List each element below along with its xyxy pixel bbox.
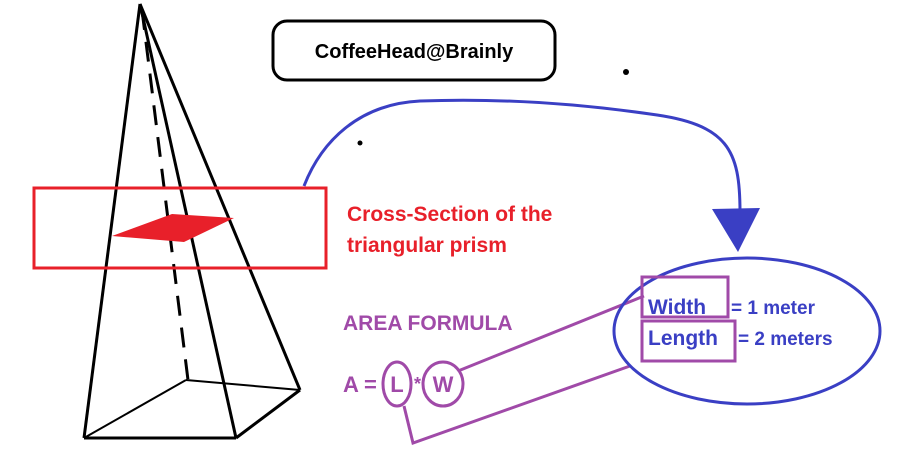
length-highlight-box bbox=[640, 319, 737, 363]
width-label: Width bbox=[648, 296, 706, 319]
arrow-curve bbox=[302, 98, 742, 213]
connectors bbox=[402, 294, 645, 445]
pyramid-edge-left bbox=[82, 3, 142, 439]
dimensions-ellipse bbox=[612, 256, 882, 406]
formula-l: L bbox=[390, 372, 403, 397]
length-value: = 2 meters bbox=[738, 329, 833, 350]
formula-equals: = bbox=[364, 372, 377, 397]
cross-section-label-1: Cross-Section of the bbox=[347, 203, 552, 226]
cross-section-shape bbox=[112, 214, 234, 242]
pyramid bbox=[82, 3, 302, 440]
pyramid-hidden-base-left bbox=[83, 379, 187, 439]
connector-l-to-length bbox=[402, 364, 631, 445]
w-circle bbox=[421, 360, 465, 408]
formula-times: * bbox=[414, 374, 421, 394]
length-label: Length bbox=[648, 327, 718, 350]
pyramid-hidden-base-back bbox=[185, 379, 301, 391]
area-formula-heading: AREA FORMULA bbox=[343, 312, 513, 335]
width-highlight-box bbox=[640, 275, 730, 319]
formula-a: A bbox=[343, 372, 359, 397]
l-circle bbox=[381, 360, 413, 408]
watermark-text: CoffeeHead@Brainly bbox=[315, 41, 514, 63]
dot bbox=[623, 69, 629, 75]
arrowhead-icon bbox=[712, 208, 760, 252]
connector-w-to-width bbox=[457, 294, 645, 373]
pyramid-edge-right bbox=[138, 3, 302, 391]
cross-section-box bbox=[32, 186, 328, 270]
watermark-box bbox=[271, 19, 557, 82]
pyramid-base-right bbox=[235, 388, 301, 440]
width-value: = 1 meter bbox=[731, 298, 816, 319]
cross-section-label-2: triangular prism bbox=[347, 234, 507, 257]
formula-w: W bbox=[433, 372, 454, 397]
dot bbox=[357, 140, 363, 146]
